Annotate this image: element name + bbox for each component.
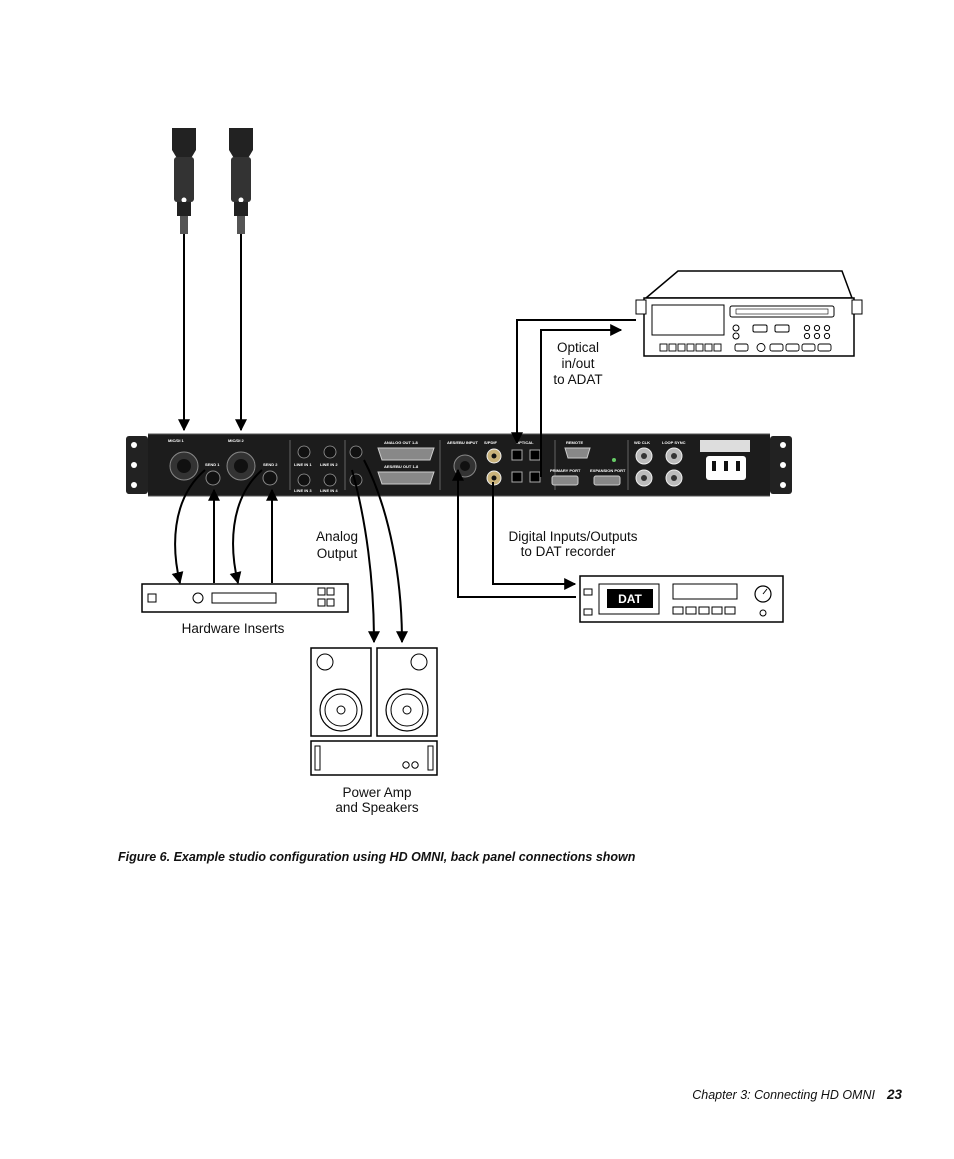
panel-label: REMOTE xyxy=(566,440,583,445)
panel-labels: MIC/DI 1 MIC/DI 2 SEND 1 SEND 2 LINE IN … xyxy=(168,438,686,493)
panel-label: OPTICAL xyxy=(516,440,534,445)
xlr-inputs xyxy=(169,451,477,486)
panel-label: WD CLK xyxy=(634,440,650,445)
line-jacks xyxy=(297,445,363,487)
page-footer: Chapter 3: Connecting HD OMNI 23 xyxy=(692,1087,902,1102)
cables xyxy=(171,234,636,644)
hardware-inserts-device xyxy=(141,583,349,613)
panel-label: LINE IN 3 xyxy=(294,488,312,493)
optical-label-line-3: to ADAT xyxy=(553,372,602,387)
digital-out-cable xyxy=(492,482,577,590)
optical-out-cable xyxy=(511,319,636,445)
speakers-and-amp xyxy=(310,647,438,776)
hardware-inserts-label: Hardware Inserts xyxy=(182,621,285,636)
panel-label: SEND 2 xyxy=(263,462,278,467)
power-inlet xyxy=(700,440,750,480)
digital-in-cable xyxy=(452,468,576,598)
page-number: 23 xyxy=(886,1087,902,1102)
panel-label: S/PDIF xyxy=(484,440,497,445)
optical-label-line-1: Optical xyxy=(557,340,599,355)
panel-label: MIC/DI 2 xyxy=(228,438,245,443)
dat-badge: DAT xyxy=(618,592,642,606)
hd-omni-back-panel: MIC/DI 1 MIC/DI 2 SEND 1 SEND 2 LINE IN … xyxy=(126,433,792,497)
adat-device xyxy=(635,270,863,357)
microphone-1 xyxy=(172,128,196,234)
send-2-cable xyxy=(229,469,263,585)
panel-label: EXPANSION PORT xyxy=(590,468,626,473)
db25-connectors xyxy=(377,447,435,485)
analog-label-line-2: Output xyxy=(317,546,358,561)
panel-label: MIC/DI 1 xyxy=(168,438,185,443)
spdif-rca xyxy=(486,448,502,486)
send-1-cable xyxy=(171,469,206,585)
panel-label: PRIMARY PORT xyxy=(550,468,581,473)
panel-label: AES/EBU OUT 1-8 xyxy=(384,464,419,469)
analog-label-line-1: Analog xyxy=(316,529,358,544)
bnc-connectors xyxy=(635,447,683,487)
remote-and-ports xyxy=(551,447,621,486)
figure-caption: Figure 6. Example studio configuration u… xyxy=(118,850,636,864)
panel-label: LINE IN 4 xyxy=(320,488,338,493)
panel-label: LINE IN 1 xyxy=(294,462,312,467)
analog-out-1-cable xyxy=(351,469,380,644)
panel-label: SEND 1 xyxy=(205,462,220,467)
digital-label-line-1: Digital Inputs/Outputs xyxy=(508,529,637,544)
footer-chapter: Chapter 3: Connecting HD OMNI xyxy=(692,1088,875,1102)
panel-label: LINE IN 2 xyxy=(320,462,338,467)
power-amp-label-line-1: Power Amp xyxy=(342,785,411,800)
panel-label: LOOP SYNC xyxy=(662,440,686,445)
analog-out-2-cable xyxy=(363,459,408,644)
power-amp-label-line-2: and Speakers xyxy=(335,800,419,815)
digital-label-line-2: to DAT recorder xyxy=(521,544,616,559)
dat-recorder: DAT xyxy=(579,575,784,623)
panel-label: AES/EBU INPUT xyxy=(447,440,478,445)
optical-in-cable xyxy=(540,324,623,477)
optical-label-line-2: in/out xyxy=(561,356,594,371)
panel-label: ANALOG OUT 1-8 xyxy=(384,440,419,445)
diagram-labels: Optical in/out to ADAT Analog Output Dig… xyxy=(182,340,638,815)
microphone-2 xyxy=(229,128,253,234)
